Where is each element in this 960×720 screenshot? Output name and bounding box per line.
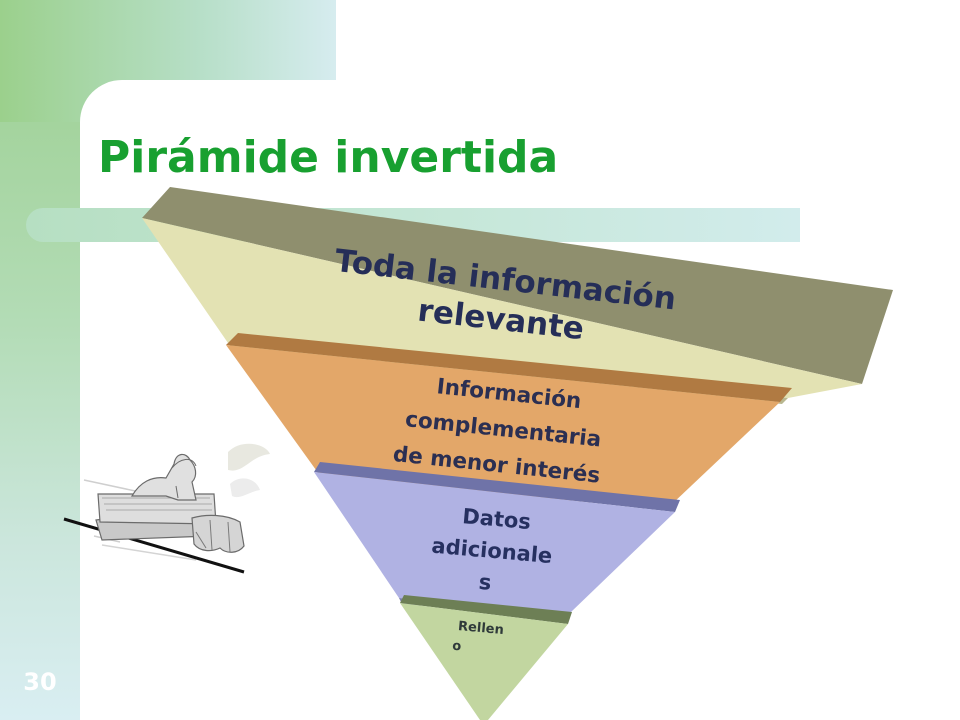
level-4-line-2: o <box>452 639 462 655</box>
level-3-line-1: Datos <box>461 504 531 534</box>
level-4-line-1: Rellen <box>457 619 504 638</box>
pyramid-level-4: Rellen o <box>400 595 572 720</box>
slide-title: Pirámide invertida <box>98 132 559 183</box>
slide-number: 30 <box>23 668 57 696</box>
level-3-line-3: s <box>478 570 493 595</box>
pyramid-level-3: Datos adicionale s <box>314 462 680 618</box>
sphinx-icon <box>63 443 270 574</box>
